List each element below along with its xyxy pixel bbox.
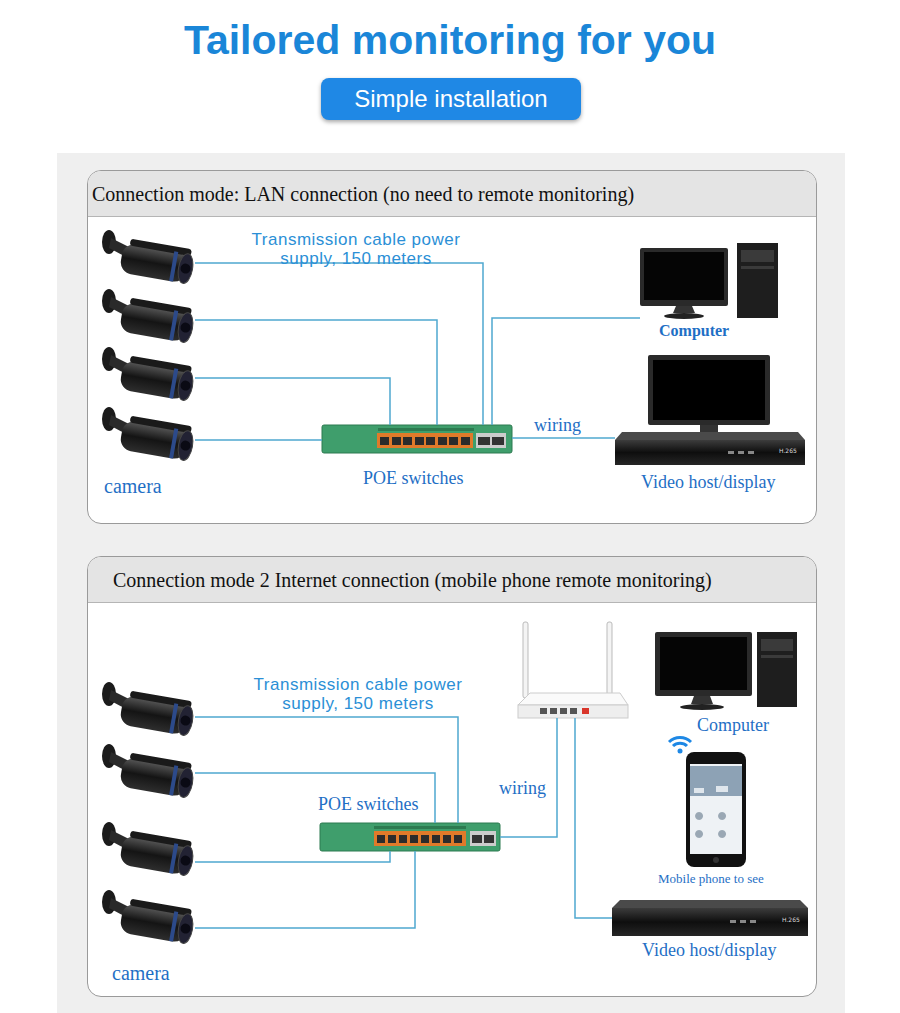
switch-uplink [476,433,506,448]
dvr-top [612,900,808,908]
node-label: camera [112,962,170,985]
poe-switch: POE switches [320,823,500,851]
pc-tower [737,243,778,318]
dvr-front [615,440,805,465]
panel-header: Connection mode: LAN connection (no need… [88,171,816,217]
node-label: Computer [697,715,769,736]
pc-drive [741,250,774,262]
switch-port-holes [380,437,470,445]
camera-group: camera [97,228,195,498]
phone-video [690,766,742,796]
computer: Computer [655,632,800,712]
edge-label: wiring [534,415,594,435]
device-marking: H.265 [779,447,797,454]
edge-label: Transmission cable power supply, 150 met… [242,675,474,713]
switch-uplink [470,831,496,846]
monitor-base [664,313,704,319]
device-marking: H.265 [782,916,800,923]
switch-strip [374,826,466,829]
phone-screen [690,764,742,854]
camera-group: camera [97,680,195,985]
switch-strip [378,428,474,431]
dvr-buttons [728,451,754,454]
node-label: Video host/display [641,472,775,493]
phone-button [713,857,719,863]
page-title: Tailored monitoring for you [0,14,900,66]
dvr-top [615,432,805,440]
node-label: Mobile phone to see [658,872,764,887]
pc-slot [761,655,793,658]
monitor-frame [640,248,728,306]
monitor-base [680,704,724,710]
node-label: POE switches [318,794,419,815]
connection-panel: Connection mode: LAN connection (no need… [87,170,817,524]
panel-header: Connection mode 2 Internet connection (m… [88,557,816,603]
pc-drive [761,639,793,651]
connection-panel: Connection mode 2 Internet connection (m… [87,556,817,997]
switch-uplink-holes [478,437,504,445]
router-top [518,693,628,705]
node-label: Video host/display [642,940,776,961]
node-label: Computer [659,322,729,340]
monitor-screen [644,252,724,300]
phone-icons [695,812,726,838]
pill-text: Simple installation [321,78,581,120]
video-host: Video host/display [612,900,808,936]
node-label: camera [104,475,162,498]
router-wan-port [582,708,589,714]
edge-label: wiring [499,778,559,798]
pc-slot [741,266,774,269]
switch-body [320,823,500,851]
display-stand [700,425,718,432]
router-antenna [523,622,528,698]
poe-switch: POE switches [322,425,512,453]
dvr-front [612,908,808,936]
monitor-frame [655,632,752,696]
router-ports [540,708,577,714]
monitor-stand [673,306,695,313]
mobile-phone: Mobile phone to see [686,752,746,867]
monitor-stand [691,696,713,704]
switch-ports [374,831,466,846]
cable-connector [512,437,615,439]
display-screen [653,360,765,420]
edge-label: Transmission cable power supply, 150 met… [240,230,472,268]
wifi-dot [678,749,683,754]
router-antenna [607,622,612,698]
video-host: Video host/display [615,355,805,465]
switch-body [322,425,512,453]
switch-ports [377,433,473,448]
pc-tower [757,632,797,707]
monitor-screen [660,637,747,690]
title-pill: Simple installation [321,78,581,120]
phone-cars [694,786,728,793]
dvr-buttons [730,920,756,923]
router-front [518,705,628,718]
display-frame [648,355,770,425]
phone-body [686,752,746,867]
switch-uplink-holes [472,835,494,843]
node-label: POE switches [363,468,464,489]
gray-backdrop [57,153,845,1013]
switch-port-holes [377,835,462,843]
computer: Computer [640,243,780,320]
